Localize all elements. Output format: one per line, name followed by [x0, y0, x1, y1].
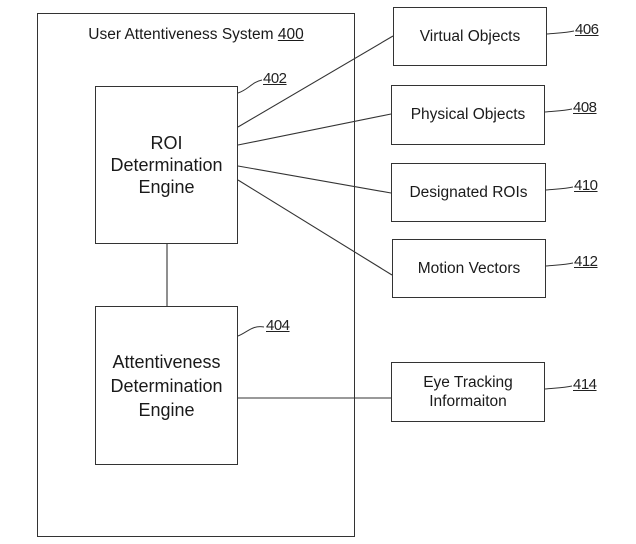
system-ref: 400 [277, 26, 304, 43]
eye-tracking-box: Eye Tracking Informaiton [391, 362, 545, 422]
ref-404: 404 [266, 317, 290, 334]
ref-410: 410 [574, 177, 598, 194]
connector-roi-designated-rois [237, 165, 392, 194]
attentiveness-engine-line-3: Engine [138, 400, 195, 420]
leader-408 [544, 108, 573, 113]
connector-roi-virtual-objects [237, 35, 394, 128]
roi-engine-line-1: ROI [150, 133, 183, 153]
roi-engine-line-2: Determination [110, 155, 223, 175]
roi-determination-engine: ROI Determination Engine [95, 86, 238, 244]
system-box [37, 13, 355, 537]
leader-414 [544, 385, 573, 390]
ref-402: 402 [263, 70, 287, 87]
eye-tracking-line-2: Informaiton [429, 393, 507, 410]
attentiveness-engine-line-1: Attentiveness [112, 352, 221, 372]
designated-rois-box: Designated ROIs [391, 163, 546, 222]
connector-roi-motion-vectors [237, 179, 393, 276]
eye-tracking-line-1: Eye Tracking [423, 374, 513, 391]
motion-vectors-label: Motion Vectors [417, 259, 521, 277]
leader-410 [545, 186, 574, 191]
leader-402 [237, 79, 263, 94]
motion-vectors-box: Motion Vectors [392, 239, 546, 298]
ref-414: 414 [573, 376, 597, 393]
leader-404 [237, 326, 265, 337]
physical-objects-box: Physical Objects [391, 85, 545, 145]
ref-412: 412 [574, 253, 598, 270]
ref-408: 408 [573, 99, 597, 116]
physical-objects-label: Physical Objects [410, 106, 526, 123]
attentiveness-determination-engine: Attentiveness Determination Engine [95, 306, 238, 465]
ref-406: 406 [575, 21, 599, 38]
leader-412 [545, 262, 574, 267]
connector-roi-physical-objects [237, 113, 392, 146]
leader-406 [546, 30, 575, 35]
virtual-objects-label: Virtual Objects [419, 27, 521, 45]
system-title-text: User Attentiveness System [88, 26, 274, 43]
designated-rois-label: Designated ROIs [409, 183, 528, 201]
roi-engine-line-3: Engine [138, 177, 195, 197]
virtual-objects-box: Virtual Objects [393, 7, 547, 66]
system-title: User Attentiveness System 400 [37, 24, 355, 46]
attentiveness-engine-line-2: Determination [110, 376, 223, 396]
